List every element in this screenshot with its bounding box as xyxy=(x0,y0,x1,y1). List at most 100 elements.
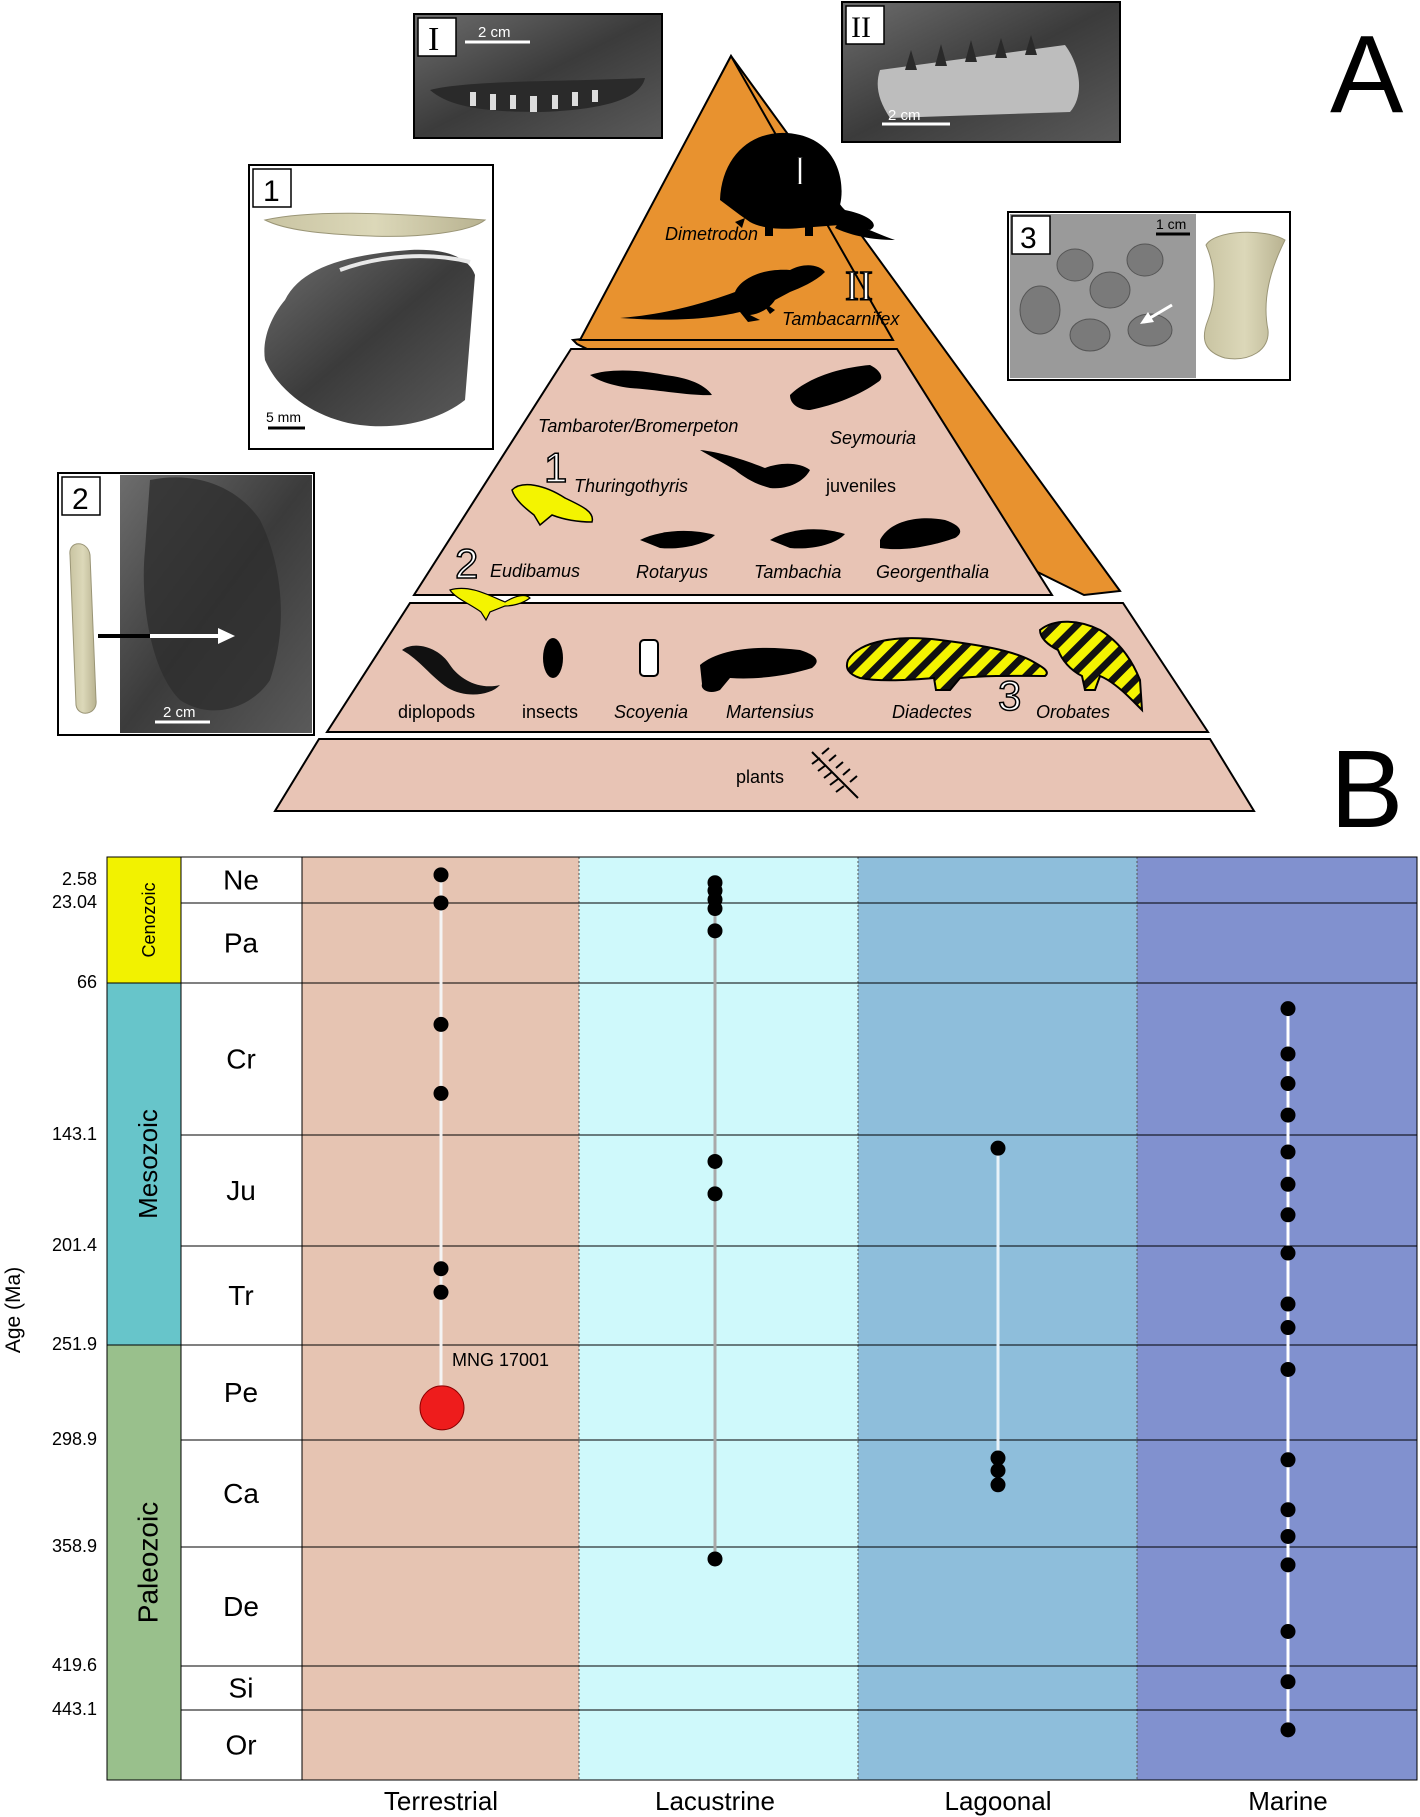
column-lacustrine xyxy=(579,857,858,1780)
tambacarnifex-silhouette xyxy=(620,265,825,322)
inset-II: II 2 cm xyxy=(841,1,1121,143)
taxon-scoyenia: Scoyenia xyxy=(614,702,688,722)
age-tick-label: 2.58 xyxy=(62,869,97,889)
taxon-insects: insects xyxy=(522,702,578,722)
eudibamus-silhouette xyxy=(449,587,531,622)
period-label-ne: Ne xyxy=(223,865,259,896)
pyramid-base-tier xyxy=(273,738,1256,812)
taxon-rotaryus: Rotaryus xyxy=(636,562,708,582)
occurrence-point xyxy=(707,923,723,939)
highlight-point xyxy=(419,1385,465,1431)
occurrence-point xyxy=(990,1140,1006,1156)
occurrence-point xyxy=(1280,1623,1296,1639)
category-label-terrestrial: Terrestrial xyxy=(384,1786,498,1816)
boundary-lines xyxy=(302,902,1417,1711)
period-cell xyxy=(180,1245,303,1346)
era-label-paleozoic: Paleozoic xyxy=(132,1502,163,1623)
inset-II-scale: 2 cm xyxy=(888,107,921,124)
inset-II-label: II xyxy=(851,11,871,44)
taxon-plants: plants xyxy=(736,767,784,787)
occurrence-point xyxy=(990,1450,1006,1466)
occurrence-point xyxy=(1280,1176,1296,1192)
era-cenozoic xyxy=(106,856,182,984)
occurrence-point xyxy=(707,1186,723,1202)
inset-1: 1 5 mm xyxy=(248,164,494,450)
taxon-martensius: Martensius xyxy=(726,702,814,722)
age-tick-label: 23.04 xyxy=(52,892,97,912)
period-label-cr: Cr xyxy=(226,1044,256,1075)
marker-II: II xyxy=(845,264,873,310)
occurrence-point xyxy=(1280,1046,1296,1062)
taxon-diadectes: Diadectes xyxy=(892,702,972,722)
occurrence-point xyxy=(1280,1557,1296,1573)
occurrence-point xyxy=(433,1284,449,1300)
panel-label-a: A xyxy=(1330,13,1404,136)
period-label-pe: Pe xyxy=(224,1377,258,1408)
era-label-mesozoic: Mesozoic xyxy=(133,1109,163,1219)
middle-silhouettes xyxy=(590,365,961,550)
inset-1-scale: 5 mm xyxy=(266,409,301,425)
marker-3: 3 xyxy=(998,672,1021,719)
category-label-marine: Marine xyxy=(1248,1786,1327,1816)
period-cell xyxy=(180,1134,303,1247)
era-paleozoic xyxy=(106,1344,182,1781)
period-label-or: Or xyxy=(225,1730,256,1761)
occurrence-point xyxy=(1280,1107,1296,1123)
occurrence-point xyxy=(1280,1001,1296,1017)
taxon-georgenthalia: Georgenthalia xyxy=(876,562,989,582)
taxon-seymouria: Seymouria xyxy=(830,428,916,448)
taxon-eudibamus: Eudibamus xyxy=(490,561,580,581)
marker-1: 1 xyxy=(544,444,567,491)
taxon-tambacarnifex: Tambacarnifex xyxy=(782,309,900,329)
period-label-tr: Tr xyxy=(228,1280,253,1311)
occurrence-point xyxy=(990,1477,1006,1493)
inset-I: I 2 cm xyxy=(413,13,663,139)
occurrence-point xyxy=(433,1261,449,1277)
era-mesozoic xyxy=(106,982,182,1346)
inset-I-scale: 2 cm xyxy=(478,24,511,41)
occurrence-point xyxy=(1280,1361,1296,1377)
age-tick-label: 443.1 xyxy=(52,1699,97,1719)
occurrence-point xyxy=(1280,1502,1296,1518)
dimetrodon-silhouette xyxy=(720,132,895,240)
panel-label-b: B xyxy=(1330,728,1404,851)
y-axis-label: Age (Ma) xyxy=(2,1267,25,1353)
inset-3: 3 1 cm xyxy=(1007,211,1291,381)
occurrence-point xyxy=(433,1085,449,1101)
age-tick-label: 66 xyxy=(77,972,97,992)
inset-3-label: 3 xyxy=(1020,222,1037,255)
environment-columns xyxy=(301,856,1418,1781)
era-label-cenozoic: Cenozoic xyxy=(139,882,159,957)
taxon-orobates: Orobates xyxy=(1036,702,1110,722)
period-cell xyxy=(180,1546,303,1667)
inset-3-scale: 1 cm xyxy=(1156,216,1186,232)
age-tick-labels: 2.5823.0466143.1201.4251.9298.9358.9419.… xyxy=(52,869,97,1719)
occurrence-point xyxy=(1280,1722,1296,1738)
occurrence-point xyxy=(990,1462,1006,1478)
marker-I: I xyxy=(793,149,807,195)
occurrence-point xyxy=(1280,1528,1296,1544)
age-tick-label: 419.6 xyxy=(52,1655,97,1675)
period-label-de: De xyxy=(223,1591,259,1622)
diadectes-silhouette xyxy=(845,637,1048,691)
occurrence-point xyxy=(433,867,449,883)
age-tick-label: 201.4 xyxy=(52,1235,97,1255)
period-cell xyxy=(180,1344,303,1441)
inset-I-label: I xyxy=(428,21,439,58)
category-label-lagoonal: Lagoonal xyxy=(945,1786,1052,1816)
period-label-ju: Ju xyxy=(226,1175,256,1206)
occurrence-point xyxy=(1280,1207,1296,1223)
age-tick-label: 143.1 xyxy=(52,1124,97,1144)
occurrence-point xyxy=(1280,1076,1296,1092)
taxon-tambaroter: Tambaroter/Bromerpeton xyxy=(538,416,738,436)
taxon-thuringothyris: Thuringothyris xyxy=(574,476,688,496)
occurrence-point xyxy=(1280,1320,1296,1336)
series-layer: MNG 17001 xyxy=(419,867,1296,1738)
plant-frond-icon xyxy=(811,747,859,799)
occurrence-point xyxy=(1280,1674,1296,1690)
column-marine xyxy=(1137,857,1417,1780)
